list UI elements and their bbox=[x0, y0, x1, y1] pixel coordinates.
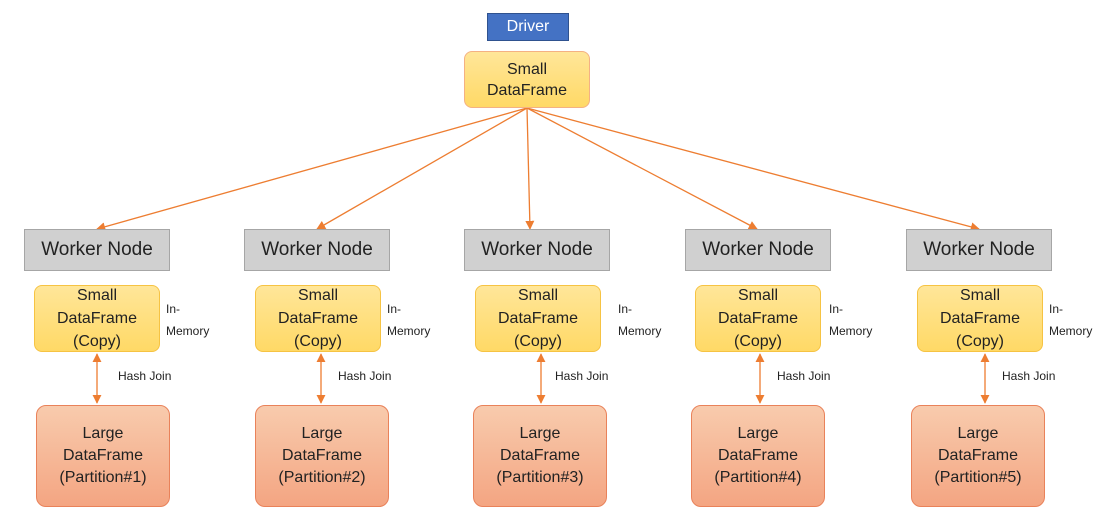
broadcast-arrow-1 bbox=[96, 107, 528, 232]
large-dataframe-partition-3: Large DataFrame (Partition#3) bbox=[473, 405, 607, 507]
large-line: (Partition#3) bbox=[496, 469, 584, 486]
small-copy-line: Small bbox=[959, 287, 1000, 304]
worker-node-label: Worker Node bbox=[261, 239, 373, 260]
small-dataframe-copy-4: Small DataFrame (Copy) bbox=[695, 285, 821, 352]
small-dataframe-copy-2: Small DataFrame (Copy) bbox=[255, 285, 381, 352]
in-memory-note-3: In- Memory bbox=[618, 298, 661, 342]
driver-label: Driver bbox=[506, 18, 550, 35]
in-memory-note-4: In- Memory bbox=[829, 298, 872, 342]
driver-box: Driver bbox=[487, 13, 569, 41]
large-line: (Partition#5) bbox=[934, 469, 1022, 486]
in-memory-line: Memory bbox=[1049, 324, 1093, 338]
large-line: Large bbox=[301, 425, 343, 442]
broadcast-arrow-4 bbox=[526, 107, 758, 230]
large-line: DataFrame bbox=[937, 447, 1019, 464]
large-line: Large bbox=[519, 425, 561, 442]
hash-join-label-3: Hash Join bbox=[555, 369, 609, 383]
root-small-dataframe: Small DataFrame bbox=[464, 51, 590, 108]
small-copy-line: DataFrame bbox=[277, 310, 359, 327]
small-copy-line: (Copy) bbox=[733, 333, 782, 350]
in-memory-line: In- bbox=[618, 302, 633, 316]
large-line: (Partition#1) bbox=[59, 469, 147, 486]
small-copy-line: (Copy) bbox=[955, 333, 1004, 350]
worker-node-label: Worker Node bbox=[41, 239, 153, 260]
hash-join-label-4: Hash Join bbox=[777, 369, 831, 383]
large-line: (Partition#4) bbox=[714, 469, 802, 486]
in-memory-line: In- bbox=[1049, 302, 1064, 316]
small-copy-line: Small bbox=[737, 287, 778, 304]
in-memory-note-1: In- Memory bbox=[166, 298, 209, 342]
large-dataframe-partition-2: Large DataFrame (Partition#2) bbox=[255, 405, 389, 507]
large-line: DataFrame bbox=[281, 447, 363, 464]
small-copy-line: (Copy) bbox=[72, 333, 121, 350]
in-memory-note-5: In- Memory bbox=[1049, 298, 1092, 342]
small-dataframe-copy-3: Small DataFrame (Copy) bbox=[475, 285, 601, 352]
large-line: Large bbox=[82, 425, 124, 442]
small-copy-line: DataFrame bbox=[939, 310, 1021, 327]
in-memory-line: Memory bbox=[387, 324, 431, 338]
in-memory-line: In- bbox=[166, 302, 181, 316]
worker-node-5: Worker Node bbox=[906, 229, 1052, 271]
in-memory-line: In- bbox=[829, 302, 844, 316]
large-line: Large bbox=[957, 425, 999, 442]
large-line: Large bbox=[737, 425, 779, 442]
large-dataframe-partition-4: Large DataFrame (Partition#4) bbox=[691, 405, 825, 507]
broadcast-arrow-3 bbox=[525, 107, 535, 230]
root-line-2: DataFrame bbox=[486, 81, 568, 99]
root-line-1: Small bbox=[506, 60, 547, 78]
worker-node-label: Worker Node bbox=[923, 239, 1035, 260]
small-copy-line: Small bbox=[517, 287, 558, 304]
in-memory-line: Memory bbox=[618, 324, 662, 338]
large-dataframe-partition-5: Large DataFrame (Partition#5) bbox=[911, 405, 1045, 507]
small-copy-line: Small bbox=[76, 287, 117, 304]
hash-join-label-5: Hash Join bbox=[1002, 369, 1056, 383]
worker-node-label: Worker Node bbox=[481, 239, 593, 260]
small-copy-line: DataFrame bbox=[717, 310, 799, 327]
small-copy-line: (Copy) bbox=[293, 333, 342, 350]
large-line: DataFrame bbox=[62, 447, 144, 464]
large-line: (Partition#2) bbox=[278, 469, 366, 486]
in-memory-line: Memory bbox=[829, 324, 873, 338]
large-line: DataFrame bbox=[499, 447, 581, 464]
worker-node-2: Worker Node bbox=[244, 229, 390, 271]
hash-join-label-1: Hash Join bbox=[118, 369, 172, 383]
small-dataframe-copy-1: Small DataFrame (Copy) bbox=[34, 285, 160, 352]
worker-node-3: Worker Node bbox=[464, 229, 610, 271]
worker-node-label: Worker Node bbox=[702, 239, 814, 260]
hash-join-label-2: Hash Join bbox=[338, 369, 392, 383]
small-copy-line: DataFrame bbox=[497, 310, 579, 327]
small-copy-line: (Copy) bbox=[513, 333, 562, 350]
small-copy-line: Small bbox=[297, 287, 338, 304]
in-memory-note-2: In- Memory bbox=[387, 298, 430, 342]
small-dataframe-copy-5: Small DataFrame (Copy) bbox=[917, 285, 1043, 352]
worker-node-1: Worker Node bbox=[24, 229, 170, 271]
large-line: DataFrame bbox=[717, 447, 799, 464]
in-memory-line: Memory bbox=[166, 324, 210, 338]
large-dataframe-partition-1: Large DataFrame (Partition#1) bbox=[36, 405, 170, 507]
in-memory-line: In- bbox=[387, 302, 402, 316]
worker-node-4: Worker Node bbox=[685, 229, 831, 271]
broadcast-arrow-2 bbox=[316, 107, 528, 230]
small-copy-line: DataFrame bbox=[56, 310, 138, 327]
broadcast-arrow-5 bbox=[526, 107, 980, 232]
